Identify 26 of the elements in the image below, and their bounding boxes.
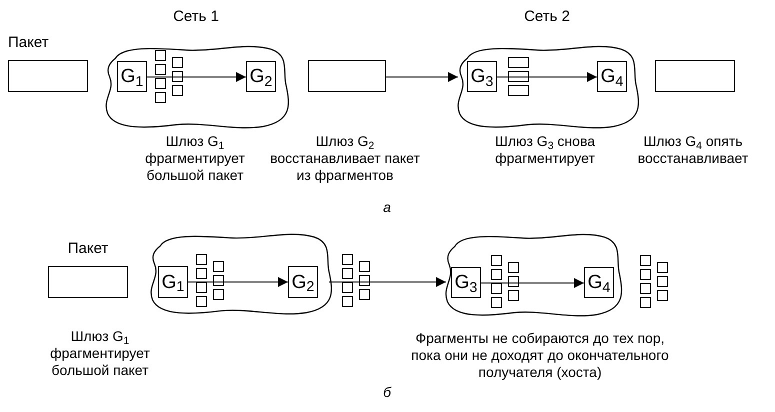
caption-text: Шлюз G$_{1}$ фрагментирует большой пакет	[49, 328, 151, 379]
arrow	[496, 72, 598, 82]
caption-text: Шлюз G$_{2}$ восстанавливает пакет из фрагментов	[270, 133, 420, 184]
gateway-box: G$_{1}$	[117, 61, 147, 92]
caption-text: Шлюз G$_{1}$ фрагментирует большой пакет	[144, 133, 246, 184]
packet-label: Пакет	[68, 240, 108, 259]
network-label: Сеть 1	[173, 8, 219, 27]
gateway-box: G$_{2}$	[288, 266, 318, 298]
arrow	[146, 72, 246, 82]
figure-part-label: а	[382, 199, 392, 216]
arrow	[386, 72, 458, 82]
arrow	[480, 278, 584, 288]
network-label: Сеть 2	[524, 8, 570, 27]
gateway-box: G$_{3}$	[467, 61, 497, 92]
gateway-box: G$_{4}$	[597, 61, 627, 92]
arrow	[328, 277, 446, 287]
figure-part-label: б	[382, 384, 392, 401]
caption-text: Шлюз G$_{4}$ опять восстанавливает	[636, 133, 750, 167]
packet-label: Пакет	[8, 34, 49, 53]
caption-text: Шлюз G$_{3}$ снова фрагментирует	[494, 133, 596, 167]
caption-text: Фрагменты не собираются до тех пор, пока они не доходят до окончательного получателя (хоста)	[410, 330, 670, 381]
gateway-box: G$_{1}$	[158, 266, 188, 298]
gateway-box: G$_{4}$	[584, 267, 614, 298]
gateway-box: G$_{2}$	[246, 61, 276, 92]
gateway-box: G$_{3}$	[451, 267, 481, 298]
arrow	[188, 277, 288, 287]
